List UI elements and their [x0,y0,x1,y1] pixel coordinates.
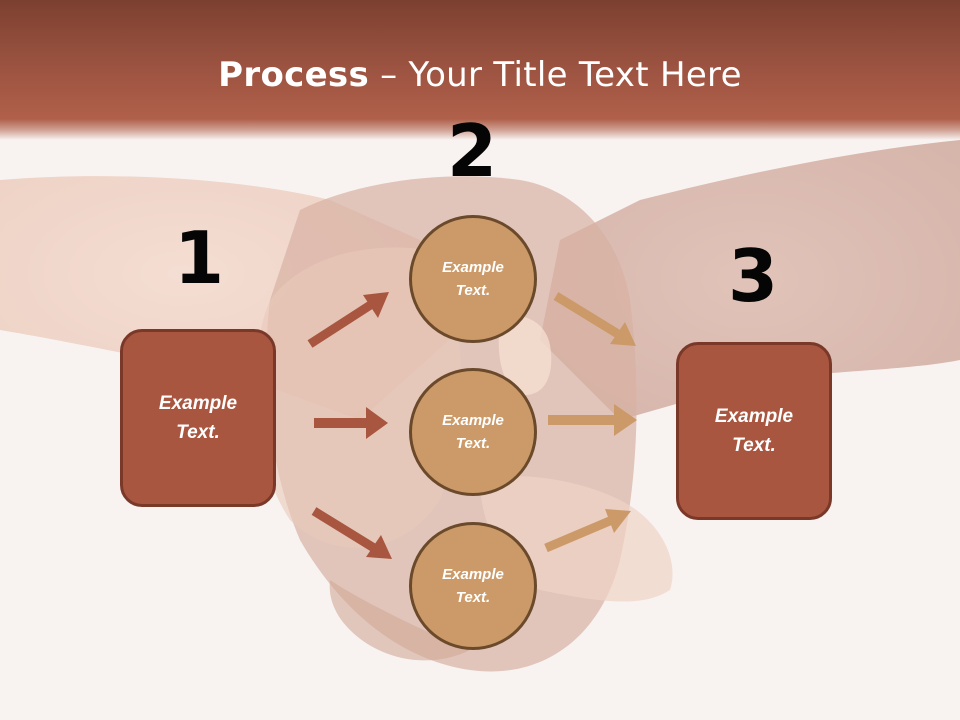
step-number-1: 1 [173,216,225,300]
arrow-from-middle-circle [548,404,637,436]
title-bar [0,0,960,140]
arrow-from-bottom-circle [544,509,631,553]
circle-bottom: Example Text. [409,522,537,650]
circle-middle: Example Text. [409,368,537,496]
step-number-2: 2 [446,109,498,193]
arrow-to-bottom-circle [311,507,392,559]
arrow-to-middle-circle [314,407,388,439]
slide-title-bold: Process [218,55,370,95]
right-step-box-text: Example Text. [714,406,794,456]
circle-bottom-text: Example Text. [442,566,504,606]
circle-top-text: Example Text. [442,259,504,299]
step-number-3: 3 [727,234,779,318]
left-step-box: Example Text. [120,329,276,507]
left-step-box-text: Example Text. [158,393,238,443]
slide-title: Process – Your Title Text Here [0,52,960,98]
circle-middle-text: Example Text. [442,412,504,452]
slide-title-rest: – Your Title Text Here [369,55,742,95]
arrow-from-top-circle [553,292,636,346]
circle-top: Example Text. [409,215,537,343]
right-step-box: Example Text. [676,342,832,520]
arrow-to-top-circle [307,292,389,348]
